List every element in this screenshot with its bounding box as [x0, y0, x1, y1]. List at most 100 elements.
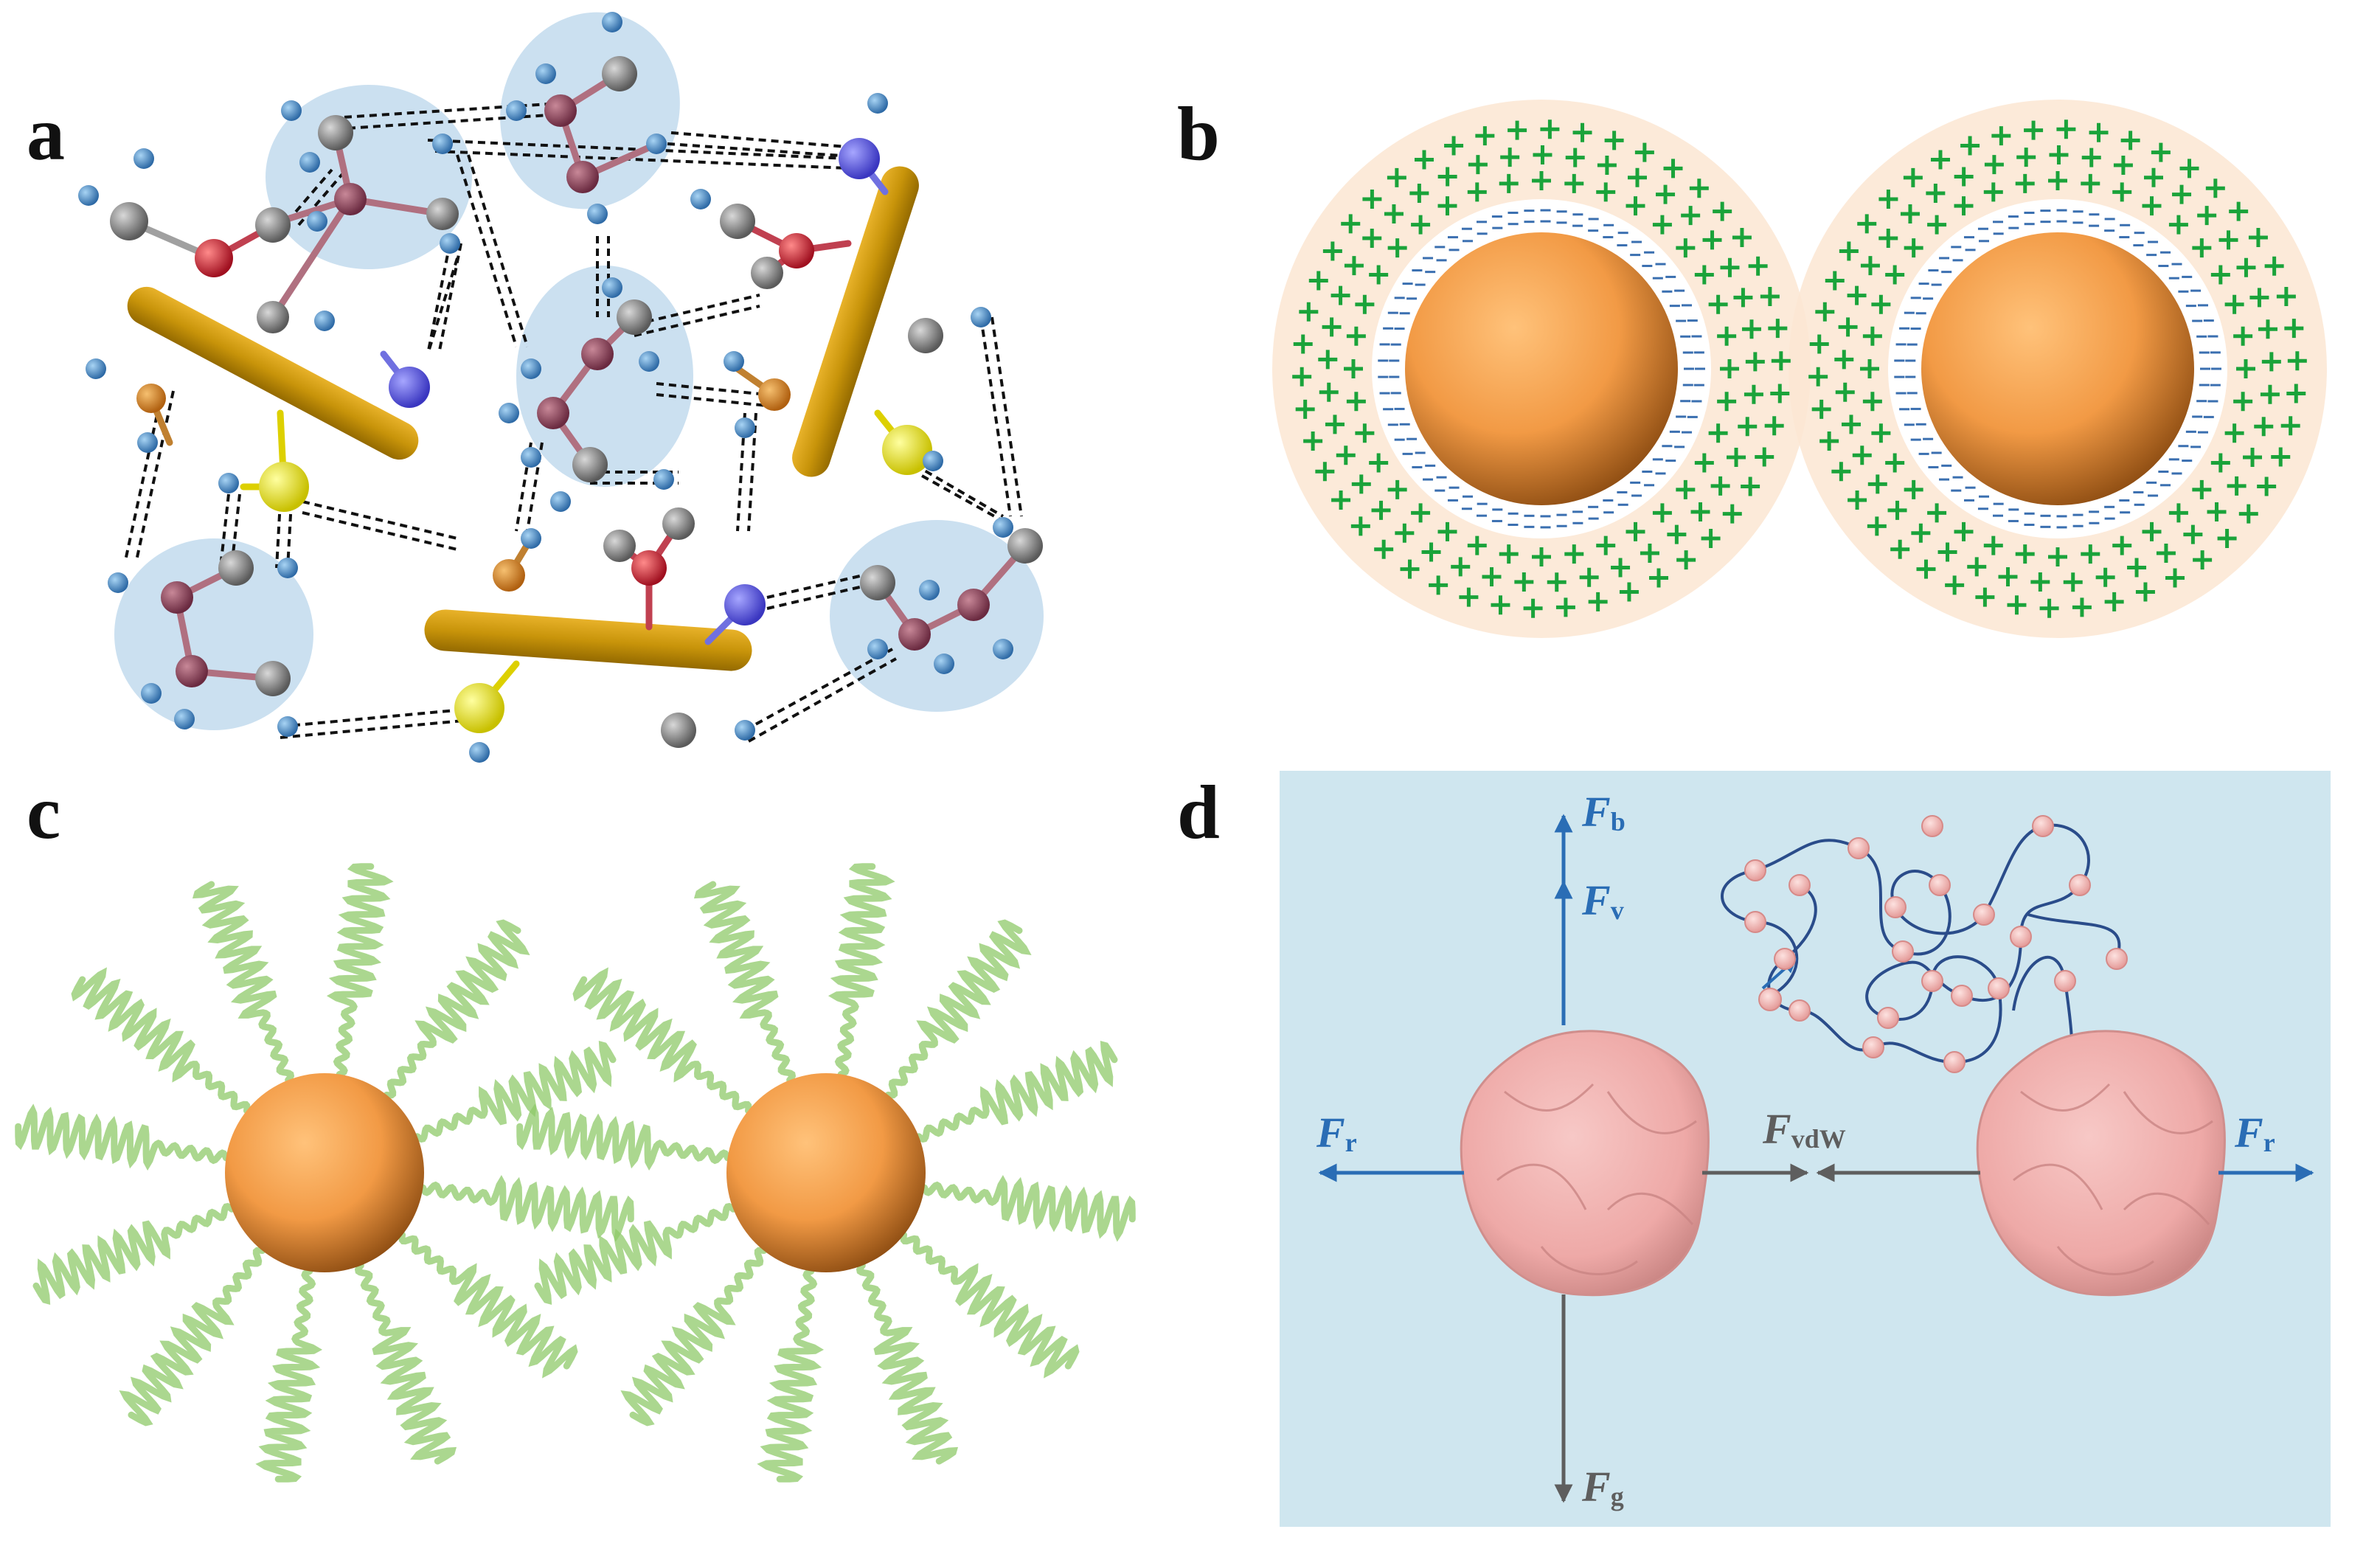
- positive-charge: [1862, 392, 1882, 412]
- positive-charge: [1627, 167, 1647, 187]
- positive-charge: [1871, 423, 1891, 443]
- positive-charge: [1414, 150, 1434, 170]
- positive-charge: [1387, 479, 1407, 499]
- positive-charge: [1325, 415, 1345, 434]
- fv-label: Fv: [1581, 876, 1624, 925]
- positive-charge: [1346, 392, 1366, 412]
- panel-a-label: a: [27, 91, 65, 176]
- positive-charge: [2081, 173, 2100, 193]
- positive-charge: [1572, 122, 1592, 142]
- positive-charge: [2172, 184, 2192, 204]
- positive-charge: [1656, 184, 1676, 204]
- positive-charge: [1318, 350, 1338, 370]
- positive-charge: [2151, 142, 2171, 162]
- positive-charge: [2224, 294, 2244, 314]
- positive-charge: [1350, 516, 1370, 536]
- positive-charge: [1871, 294, 1891, 314]
- positive-charge: [2284, 319, 2304, 339]
- positive-charge: [1744, 384, 1763, 404]
- positive-charge: [1588, 592, 1608, 611]
- fb-label: Fb: [1581, 788, 1626, 836]
- polymer-chain: [856, 1262, 959, 1465]
- positive-charge: [1362, 229, 1382, 249]
- positive-charge: [1887, 500, 1907, 520]
- positive-charge: [2257, 476, 2277, 496]
- fvdw-label: FvdW: [1762, 1105, 1846, 1154]
- electric-double-layer-diagram: [1272, 100, 2327, 638]
- particle-blob: [1976, 1030, 2226, 1297]
- polymer-chain: [192, 881, 295, 1084]
- positive-charge: [2016, 148, 2036, 167]
- positive-charge: [1809, 334, 1829, 354]
- positive-charge: [1878, 189, 1898, 209]
- polymer-brush-diagram: [15, 863, 1136, 1483]
- positive-charge: [1387, 167, 1406, 187]
- polymer-chain: [516, 1103, 731, 1171]
- positive-charge: [1611, 558, 1631, 578]
- positive-charge: [1954, 196, 1974, 216]
- positive-charge: [1514, 572, 1534, 592]
- positive-charge: [1499, 544, 1519, 564]
- positive-charge: [1564, 544, 1584, 564]
- positive-charge: [1475, 126, 1495, 146]
- positive-charge: [2143, 167, 2163, 187]
- positive-charge: [2048, 171, 2067, 190]
- positive-charge: [1564, 173, 1584, 193]
- positive-charge: [1355, 423, 1375, 443]
- positive-charge: [2112, 182, 2132, 202]
- positive-charge: [1533, 145, 1552, 165]
- atoms: [78, 12, 1043, 763]
- positive-charge: [1344, 256, 1364, 276]
- positive-charge: [1532, 171, 1551, 190]
- positive-charge: [1834, 350, 1854, 370]
- positive-charge: [1652, 215, 1672, 235]
- particle-blob: [1460, 1030, 1710, 1297]
- polymer-chain: [32, 1202, 235, 1306]
- positive-charge: [1745, 352, 1765, 372]
- positive-charge: [1741, 319, 1761, 339]
- polymer-chain: [326, 863, 394, 1078]
- panel-c-label: c: [27, 770, 61, 855]
- positive-charge: [1491, 595, 1510, 615]
- positive-charge: [1362, 189, 1382, 209]
- positive-charge: [1499, 173, 1519, 193]
- positive-charge: [2104, 592, 2124, 611]
- polymer-chain: [255, 1268, 323, 1483]
- positive-charge: [2127, 558, 2147, 578]
- positive-charge: [2168, 215, 2188, 235]
- positive-charge: [1748, 256, 1768, 276]
- positive-charge: [2039, 598, 2059, 618]
- positive-charge: [2007, 595, 2027, 615]
- positive-charge: [1954, 167, 1974, 187]
- positive-charge: [1945, 575, 1965, 595]
- positive-charge: [1702, 230, 1722, 250]
- positive-charge: [2089, 122, 2109, 142]
- positive-charge: [1984, 155, 2004, 175]
- positive-charge: [2271, 447, 2291, 467]
- positive-charge: [1555, 597, 1575, 617]
- positive-charge: [1681, 206, 1701, 226]
- positive-charge: [1904, 479, 1923, 499]
- panel-a: a: [0, 0, 1151, 767]
- positive-charge: [1903, 167, 1923, 187]
- positive-charge: [1395, 523, 1415, 543]
- positive-charge: [2264, 256, 2284, 276]
- panel-d-label: d: [1177, 770, 1220, 855]
- positive-charge: [1878, 229, 1898, 249]
- positive-charge: [2210, 265, 2230, 285]
- positive-charge: [1720, 257, 1740, 277]
- positive-charge: [2227, 476, 2247, 496]
- positive-charge: [1717, 392, 1737, 412]
- positive-charge: [2233, 392, 2253, 412]
- positive-charge: [2165, 568, 2185, 588]
- positive-charge: [1437, 196, 1457, 216]
- positive-charge: [1596, 535, 1616, 555]
- positive-charge: [1500, 148, 1520, 167]
- polymer-chain: [900, 1231, 1080, 1379]
- positive-charge: [1468, 155, 1488, 175]
- positive-charge: [1808, 367, 1828, 386]
- polymer-chain: [620, 1247, 768, 1427]
- positive-charge: [1322, 241, 1342, 261]
- positive-charge: [2217, 529, 2237, 549]
- positive-charge: [1384, 204, 1404, 224]
